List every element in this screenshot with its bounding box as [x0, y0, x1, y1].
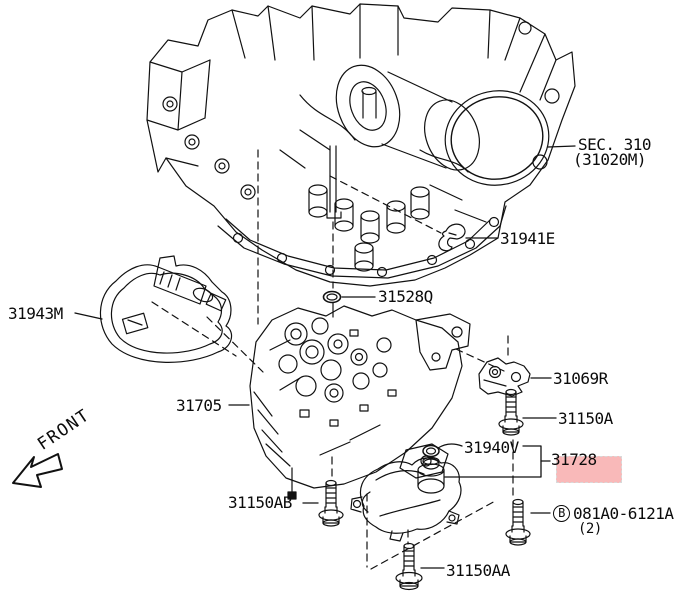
label-31150aa[interactable]: 31150AA [446, 561, 510, 580]
label-sec310-line1[interactable]: SEC. 310 [578, 135, 652, 154]
label-31943m[interactable]: 31943M [8, 304, 63, 323]
label-31150ab[interactable]: 31150AB [228, 493, 292, 512]
valve-body-31705-drawing [249, 305, 471, 500]
label-31069r[interactable]: 31069R [553, 369, 608, 388]
bolt-31150ab-drawing [318, 479, 344, 527]
label-081a0-6121a[interactable]: B 081A0-6121A [553, 503, 674, 523]
assembly-dashed-lines [151, 149, 514, 570]
engine-assembly-drawing [146, 3, 576, 287]
label-31528q[interactable]: 31528Q [378, 287, 433, 306]
harness-31943m-drawing [99, 255, 233, 363]
bolt-b-number: 081A0-6121A [573, 503, 674, 523]
bolt-31150a-drawing [498, 388, 524, 436]
bracket-31069r-drawing [478, 357, 531, 397]
bolt-31150aa-drawing [395, 542, 423, 591]
front-arrow-icon [12, 453, 63, 488]
label-31705[interactable]: 31705 [176, 396, 222, 415]
label-31941e[interactable]: 31941E [500, 229, 555, 248]
oring-31940-drawing [422, 444, 440, 458]
circled-b-icon: B [553, 505, 570, 522]
highlight-31728 [556, 456, 622, 483]
clip-31941e-drawing [438, 223, 466, 252]
label-31940v[interactable]: 31940V [464, 438, 519, 457]
leader-lines [74, 145, 576, 569]
oring-31528q-drawing [322, 290, 342, 318]
label-sec310-line2[interactable]: (31020M) [573, 150, 647, 169]
label-31150a[interactable]: 31150A [558, 409, 613, 428]
label-31728[interactable]: 31728 [551, 450, 597, 469]
label-bolt-b-qty: (2) [578, 521, 602, 537]
pump-cover-31728-drawing [350, 456, 462, 542]
bolt-081a0-drawing [505, 498, 531, 546]
